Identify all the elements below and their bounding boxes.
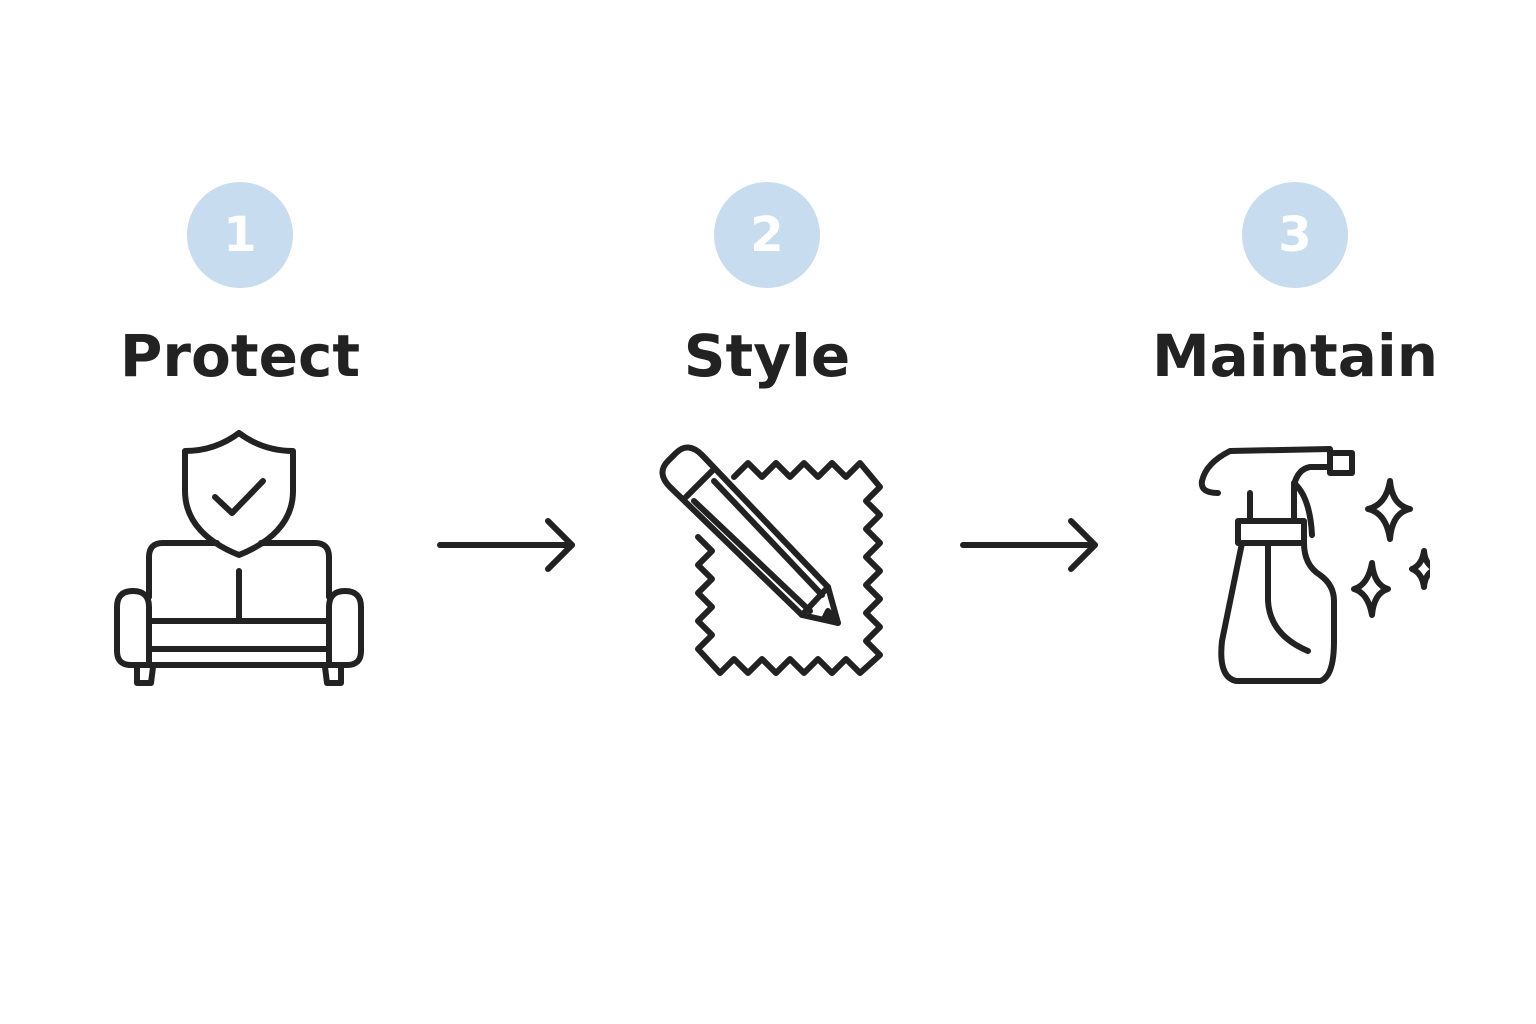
step-number-badge: 2 <box>714 182 820 288</box>
sofa-shield-check-icon <box>105 425 375 700</box>
step-number-badge: 1 <box>187 182 293 288</box>
step-number-badge: 3 <box>1242 182 1348 288</box>
arrow-right-icon <box>432 505 582 585</box>
step-title: Protect <box>119 322 361 390</box>
arrow-right-icon <box>955 505 1105 585</box>
step-title: Style <box>683 322 851 390</box>
spray-bottle-sparkles-icon <box>1160 425 1430 700</box>
step-title: Maintain <box>1151 322 1439 390</box>
pencil-fabric-swatch-icon <box>632 425 902 700</box>
